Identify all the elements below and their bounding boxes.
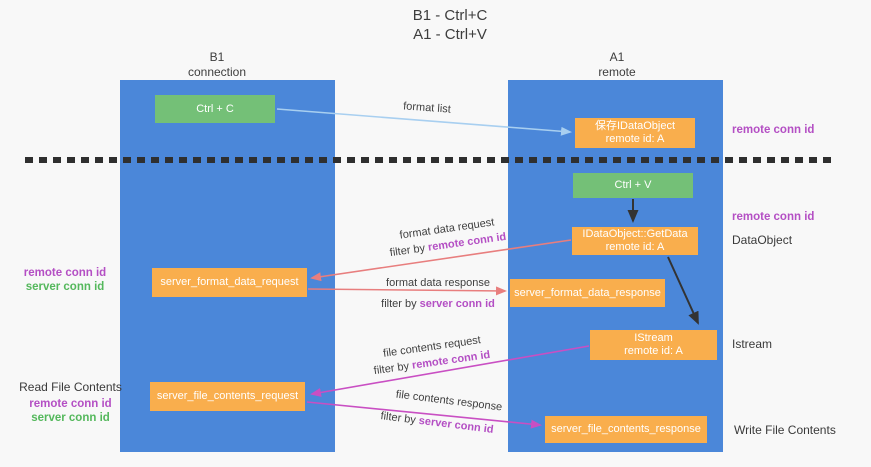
node-save-dataobject: 保存IDataObject remote id: A — [575, 118, 695, 148]
filter-by-server-1: filter by server conn id — [381, 298, 495, 310]
file-contents-response-label: file contents response — [395, 388, 503, 414]
server-conn-id-text: server conn id — [418, 414, 495, 436]
format-list-label: format list — [402, 100, 452, 116]
ctrl-c-label: Ctrl + C — [196, 102, 234, 115]
istream-line1: IStream — [634, 332, 673, 344]
node-ctrl-v: Ctrl + V — [573, 173, 693, 198]
format-request-label: server_format_data_request — [160, 276, 299, 288]
file-request-label: server_file_contents_request — [156, 390, 299, 402]
filter-by-text: filter by — [389, 241, 429, 260]
lane-b1-name: B1 — [209, 50, 225, 64]
file-response-label: server_file_contents_response — [551, 423, 701, 435]
node-format-request: server_format_data_request — [152, 268, 307, 297]
left-format-ids: remote conn id server conn id — [5, 266, 125, 294]
left-file-remote-conn-id: remote conn id — [29, 398, 112, 410]
server-conn-id-text: server conn id — [419, 298, 495, 310]
lane-a1-role: remote — [598, 65, 636, 79]
node-getdata: IDataObject::GetData remote id: A — [572, 227, 698, 255]
filter-by-text: filter by — [379, 410, 420, 427]
diagram-title: B1 - Ctrl+C A1 - Ctrl+V — [300, 6, 600, 44]
lane-header-b1: B1 connection — [147, 50, 287, 80]
session-separator-line — [25, 157, 831, 163]
node-format-response: server_format_data_response — [510, 279, 665, 307]
filter-by-text: filter by — [381, 298, 420, 310]
ctrl-v-label: Ctrl + V — [614, 179, 652, 191]
dataobject-label: DataObject — [732, 233, 793, 247]
left-file-server-conn-id: server conn id — [31, 412, 110, 424]
arrow-format-data-response — [307, 286, 507, 296]
lane-header-a1: A1 remote — [547, 50, 687, 80]
istream-line2: remote id: A — [624, 345, 683, 357]
read-file-contents-label: Read File Contents — [19, 380, 122, 394]
node-istream: IStream remote id: A — [590, 330, 717, 360]
right-top-remote-conn-id: remote conn id — [732, 124, 815, 136]
title-line-2: A1 - Ctrl+V — [413, 26, 487, 43]
node-ctrl-c: Ctrl + C — [155, 95, 275, 123]
getdata-line2: remote id: A — [605, 241, 665, 253]
format-data-response-label: format data response — [386, 277, 490, 289]
getdata-line1: IDataObject::GetData — [582, 228, 688, 240]
save-dataobject-line2: remote id: A — [605, 133, 665, 145]
left-format-remote-conn-id: remote conn id — [23, 267, 107, 279]
node-file-response: server_file_contents_response — [545, 416, 707, 443]
save-dataobject-line1: 保存IDataObject — [594, 120, 676, 132]
left-file-ids: Read File Contents remote conn id server… — [8, 380, 133, 425]
title-line-1: B1 - Ctrl+C — [412, 7, 488, 24]
lane-a1-name: A1 — [609, 50, 625, 64]
filter-by-text: filter by — [373, 359, 413, 378]
lane-b1-role: connection — [187, 65, 247, 79]
left-format-server-conn-id: server conn id — [25, 281, 105, 293]
istream-side-label: Istream — [732, 337, 773, 351]
format-response-label: server_format_data_response — [514, 286, 661, 299]
filter-by-server-2: filter by server conn id — [380, 410, 494, 436]
write-file-contents-label: Write File Contents — [734, 423, 836, 437]
right-mid-remote-conn-id: remote conn id — [732, 211, 815, 223]
node-file-request: server_file_contents_request — [150, 382, 305, 411]
